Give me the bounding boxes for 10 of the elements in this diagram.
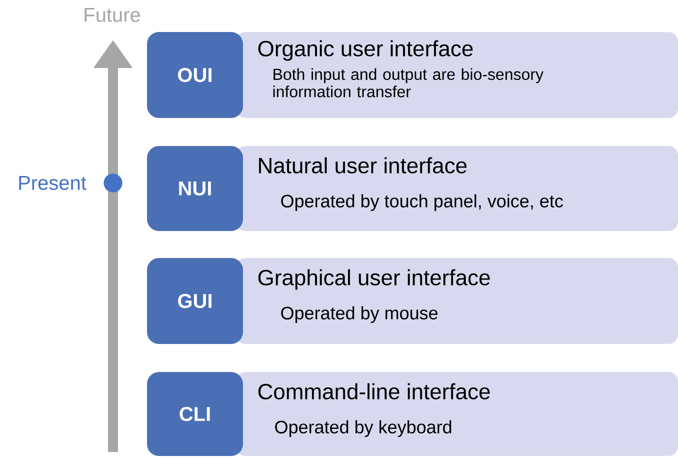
label-tile: CLI — [147, 372, 243, 456]
label-tile: GUI — [147, 258, 243, 344]
label-tile: NUI — [147, 146, 243, 231]
axis-label: Future — [84, 8, 140, 22]
description-band: Natural user interface Operated by touch panel, voice, etc — [236, 146, 678, 231]
marker-label: Present — [19, 176, 86, 190]
label-tile: OUI — [147, 32, 243, 118]
description-band: Organic user interface Both input and output are bio-sensory information transfer — [236, 32, 678, 118]
description-band: Graphical user interface Operated by mouse — [236, 258, 678, 344]
description-band: Command-line interface Operated by keyboard — [236, 372, 678, 456]
